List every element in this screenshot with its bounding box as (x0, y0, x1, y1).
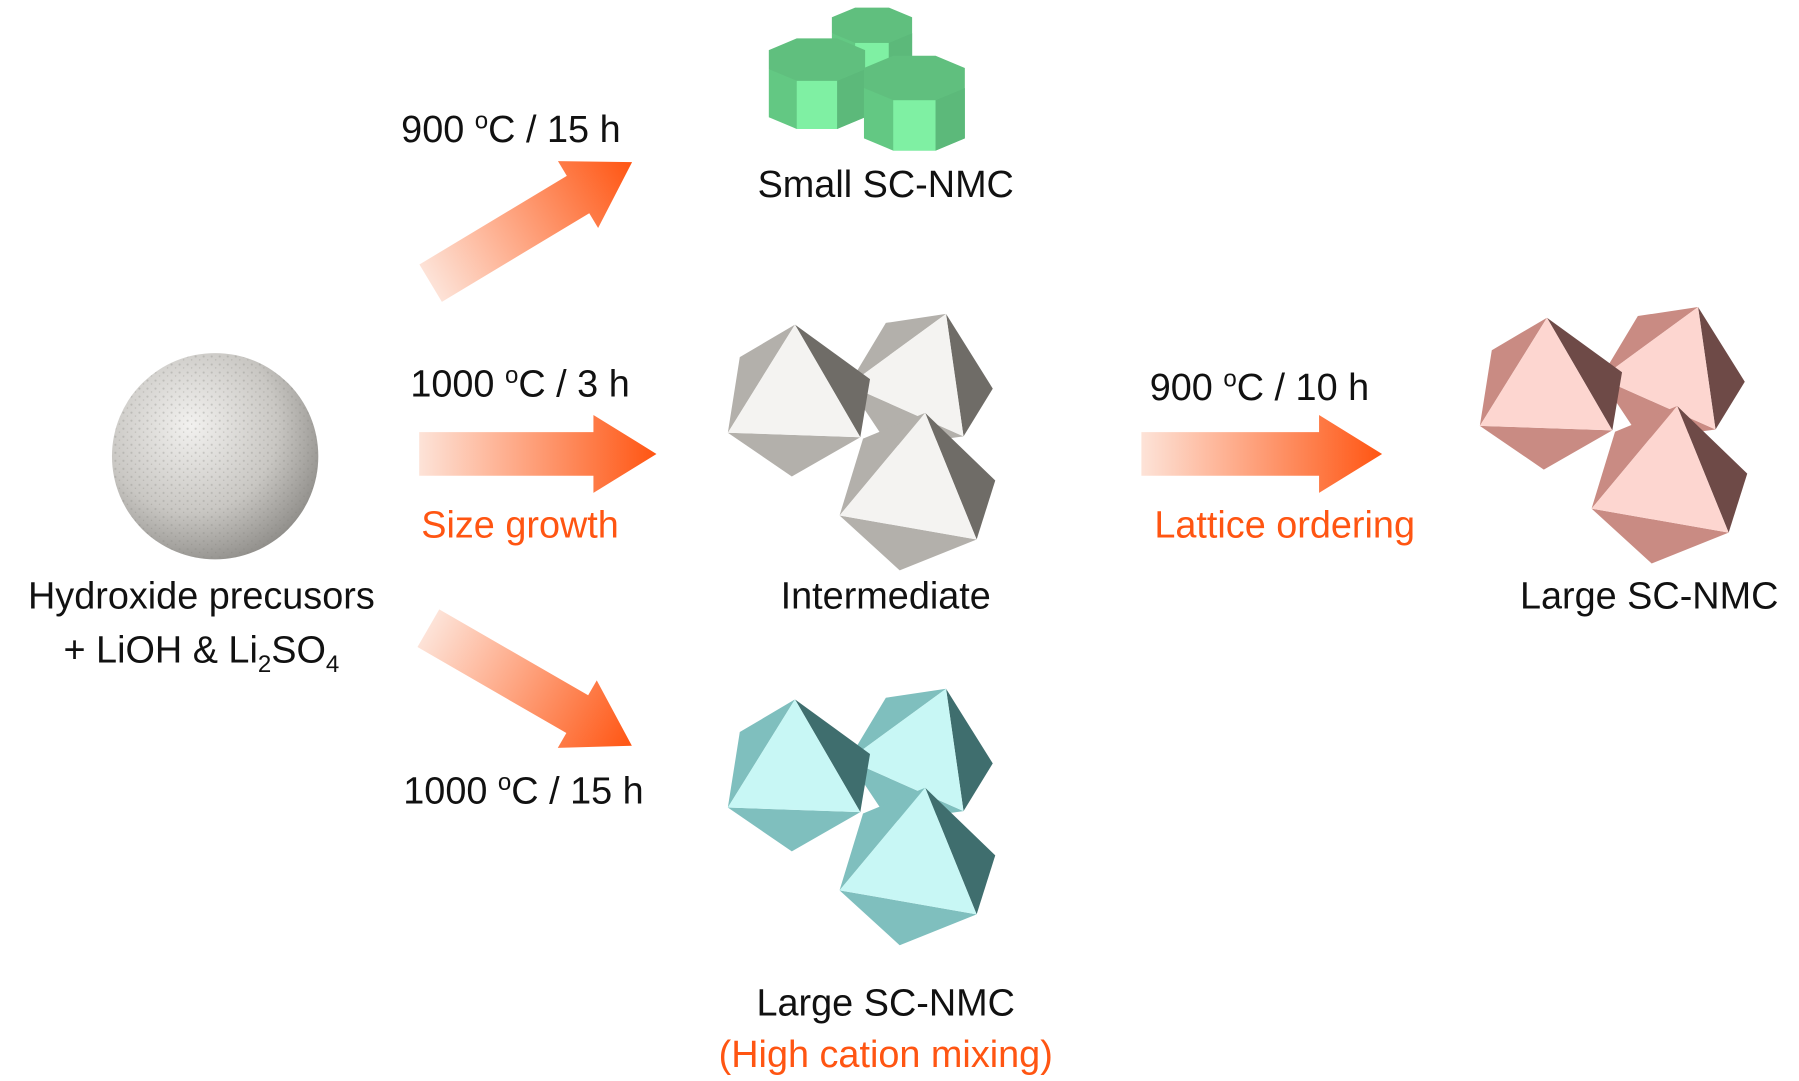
octahedron-crystal (1479, 317, 1623, 470)
precursor-sphere (111, 353, 319, 560)
intermediate-crystals (727, 313, 996, 571)
precursor-label-line1: Hydroxide precusors (28, 576, 375, 618)
arrow-to-large-mixed (417, 609, 632, 748)
route-right-note: Lattice ordering (1154, 505, 1415, 547)
product-large-mixed-note: (High cation mixing) (719, 1034, 1053, 1076)
large-mixed-crystals (727, 688, 996, 946)
route-right-condition: 900 oC / 10 h (1150, 365, 1369, 409)
arrow-to-small (419, 161, 633, 302)
octagonal-prism-crystal (863, 55, 965, 151)
product-small-label: Small SC-NMC (758, 164, 1014, 206)
product-intermediate-label: Intermediate (781, 576, 991, 618)
product-large-mixed-label: Large SC-NMC (757, 983, 1015, 1025)
octahedron-crystal (727, 699, 871, 852)
octahedron-crystal (727, 324, 871, 477)
arrow-to-intermediate (419, 414, 657, 493)
octahedron-crystal (839, 412, 996, 571)
octahedron-crystal (1600, 306, 1745, 440)
large-ordered-crystals (1479, 306, 1748, 564)
product-large-ordered-label: Large SC-NMC (1520, 576, 1778, 618)
arrow-to-large-ordered (1141, 414, 1383, 493)
route-middle-note: Size growth (421, 505, 619, 547)
route-top-condition: 900 oC / 15 h (401, 107, 620, 151)
octahedron-crystal (1591, 405, 1748, 564)
octagonal-prism-crystal (768, 38, 866, 129)
route-middle-condition: 1000 oC / 3 h (410, 362, 629, 406)
route-bottom-condition: 1000 oC / 15 h (403, 769, 643, 813)
octahedron-crystal (839, 787, 996, 946)
precursor-label-line2: + LiOH & Li2SO4 (63, 630, 339, 678)
small-sc-nmc-crystals (768, 7, 965, 151)
